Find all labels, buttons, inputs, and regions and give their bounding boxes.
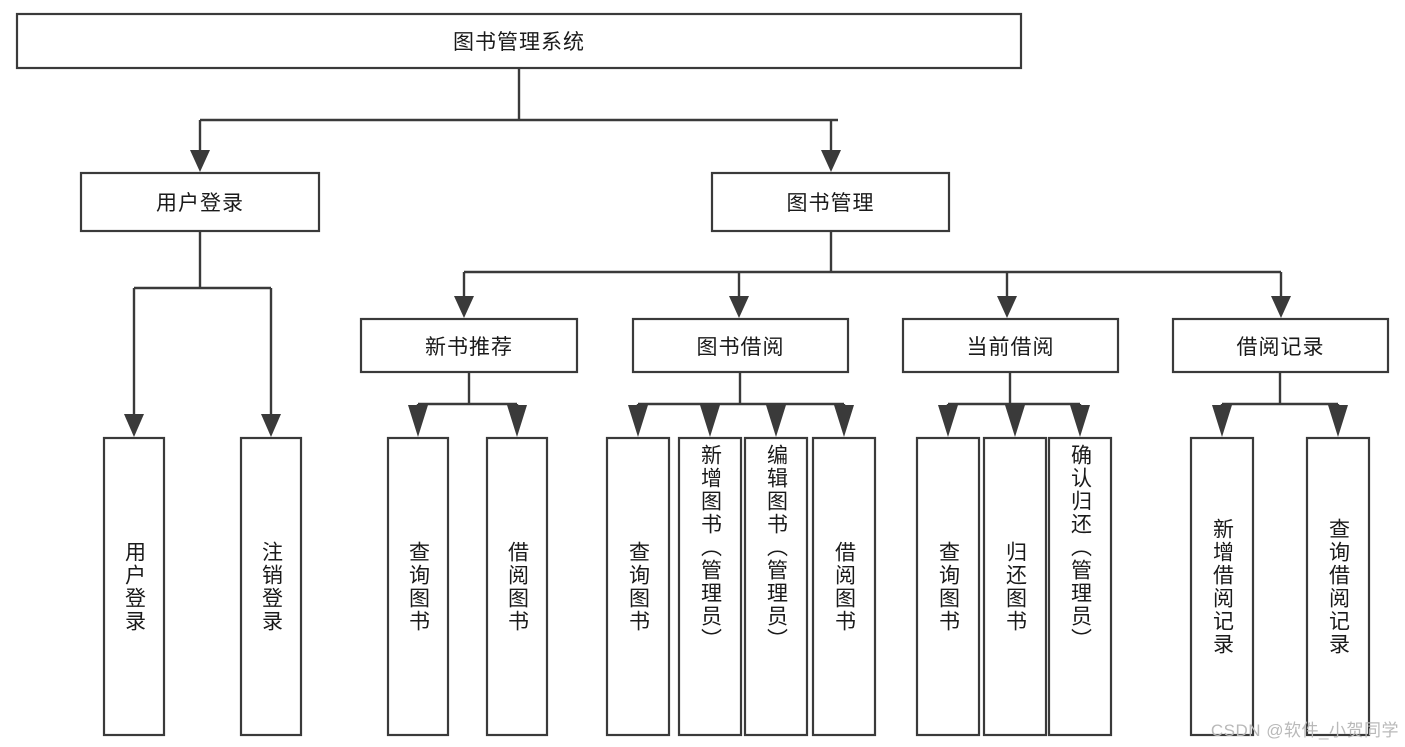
csdn-watermark: CSDN @软件_小贺同学 (1210, 721, 1399, 740)
connector-recommend-to-leaves (408, 372, 527, 437)
arrow-head-new-book-recommend (454, 296, 474, 318)
arrow-head-book-management (821, 150, 841, 172)
leaf-box-recommend-2[interactable] (485, 436, 549, 737)
leaf-box-record-1[interactable] (1189, 436, 1255, 737)
leaf-box-borrow-2[interactable] (677, 436, 743, 737)
connector-borrow-record-to-leaves (1212, 372, 1348, 437)
node-box-book-management[interactable] (710, 171, 951, 233)
connector-book-borrow-to-leaves (628, 372, 854, 437)
node-box-root[interactable] (15, 12, 1023, 70)
leaf-box-recommend-1[interactable] (386, 436, 450, 737)
arrow-head-leaf-borrow-3 (766, 405, 786, 437)
connector-user-login-to-leaves (124, 231, 281, 437)
arrow-head-leaf-current-3 (1070, 405, 1090, 437)
node-box-user-login[interactable] (79, 171, 321, 233)
arrow-head-borrow-record (1271, 296, 1291, 318)
arrow-head-leaf-user-login-2 (261, 414, 281, 437)
arrow-head-user-login (190, 150, 210, 172)
arrow-head-leaf-current-1 (938, 405, 958, 437)
connector-current-borrow-to-leaves (938, 372, 1090, 437)
leaf-box-borrow-1[interactable] (605, 436, 671, 737)
arrow-head-current-borrow (997, 296, 1017, 318)
connector-root-to-level1 (190, 68, 841, 172)
leaf-box-borrow-3[interactable] (743, 436, 809, 737)
arrow-head-leaf-recommend-1 (408, 405, 428, 437)
arrow-head-leaf-borrow-1 (628, 405, 648, 437)
leaf-box-current-1[interactable] (915, 436, 981, 737)
arrow-head-leaf-record-2 (1328, 405, 1348, 437)
arrow-head-leaf-user-login-1 (124, 414, 144, 437)
node-box-current-borrow[interactable] (901, 317, 1120, 374)
leaf-box-current-2[interactable] (982, 436, 1048, 737)
arrow-head-leaf-borrow-2 (700, 405, 720, 437)
arrow-head-leaf-current-2 (1005, 405, 1025, 437)
leaf-box-borrow-4[interactable] (811, 436, 877, 737)
leaf-box-user-login-2[interactable] (239, 436, 303, 737)
leaf-box-current-3[interactable] (1047, 436, 1113, 737)
arrow-head-book-borrow (729, 296, 749, 318)
arrow-head-leaf-recommend-2 (507, 405, 527, 437)
node-box-new-book-recommend[interactable] (359, 317, 579, 374)
node-box-book-borrow[interactable] (631, 317, 850, 374)
arrow-head-leaf-borrow-4 (834, 405, 854, 437)
leaf-box-user-login-1[interactable] (102, 436, 166, 737)
node-box-borrow-record[interactable] (1171, 317, 1390, 374)
leaf-box-record-2[interactable] (1305, 436, 1371, 737)
arrow-head-leaf-record-1 (1212, 405, 1232, 437)
connector-book-management-to-level2 (454, 231, 1291, 318)
